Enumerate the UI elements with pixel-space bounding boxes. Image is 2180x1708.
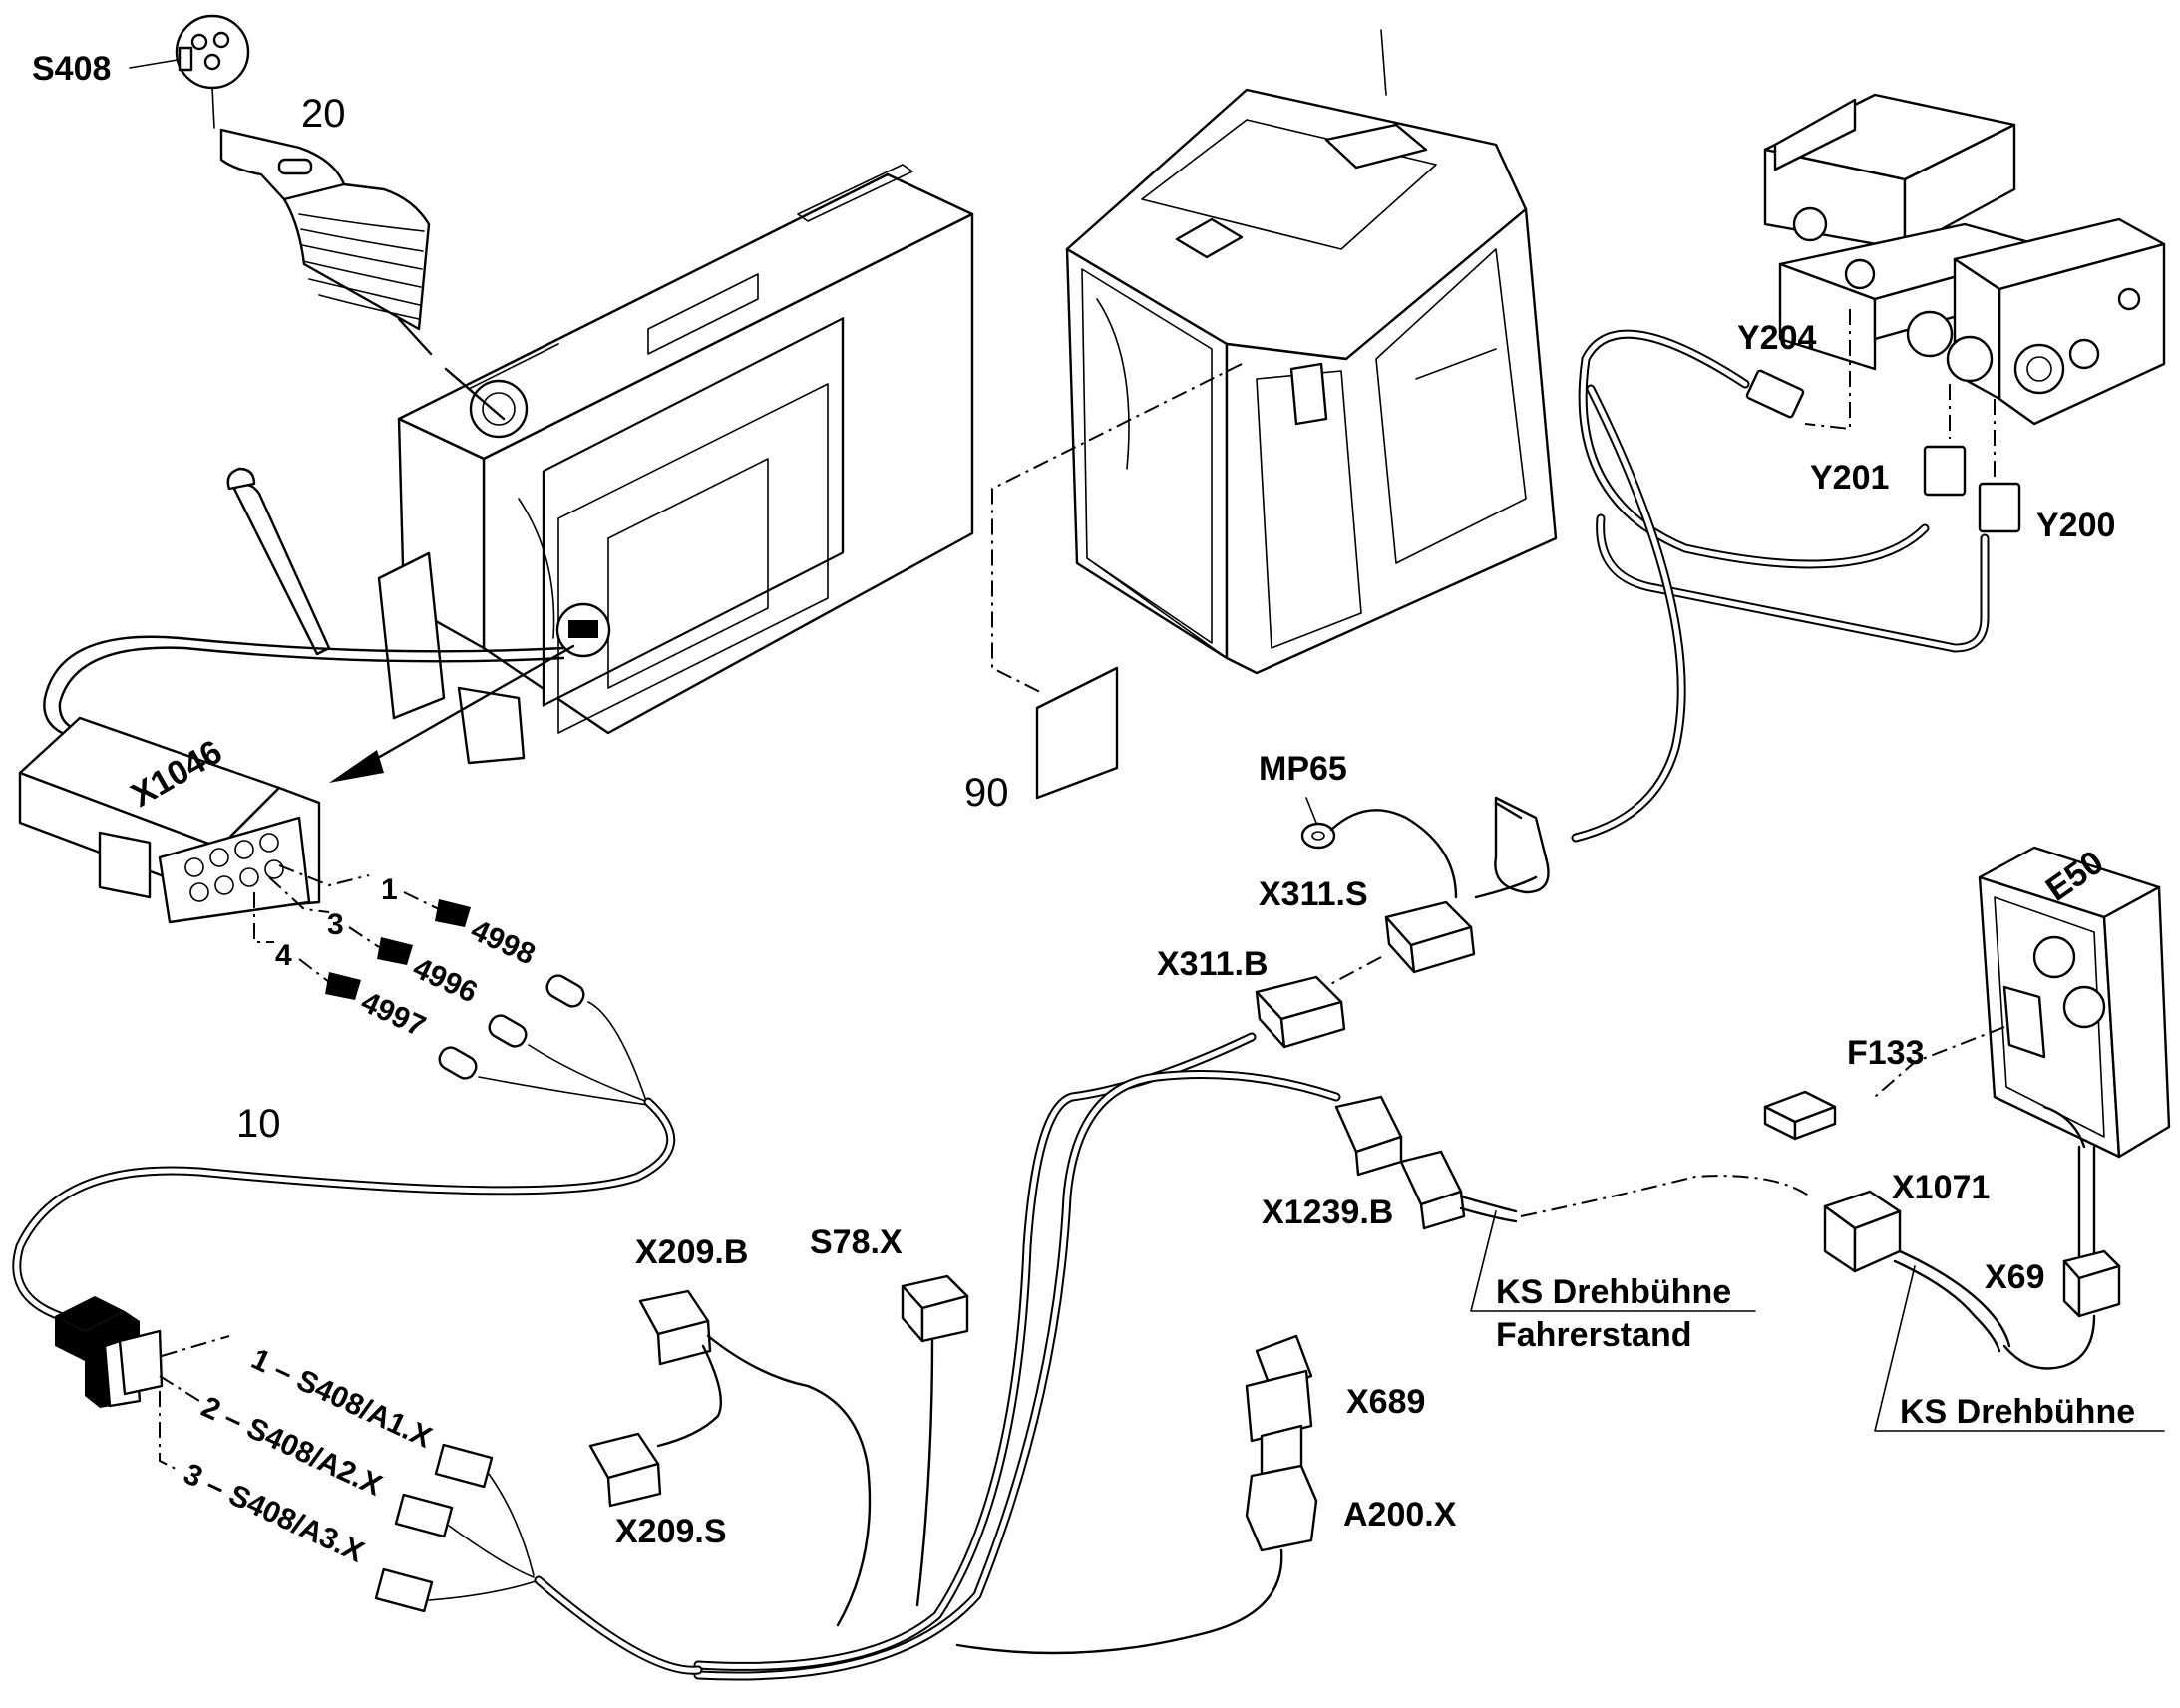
part-90-plate <box>1035 666 1119 800</box>
connector-x1046-socket <box>555 602 611 658</box>
x69-label: X69 <box>1985 1258 2045 1296</box>
x209-s-label: X209.S <box>615 1513 727 1550</box>
part-10-label: 10 <box>236 1102 281 1146</box>
x1239-b-label: X1239.B <box>1262 1194 1393 1231</box>
x311-s-connector <box>1384 900 1476 974</box>
s408-switch-part <box>175 14 250 129</box>
x209-b-connector <box>638 1289 712 1366</box>
x1046-connector-part <box>18 716 321 924</box>
part-20-label: 20 <box>301 92 346 136</box>
mp65-ring-terminal <box>1300 809 1458 899</box>
s78-x-connector <box>901 1274 969 1343</box>
x311-b-label: X311.B <box>1157 945 1269 983</box>
x69-connector <box>2062 1249 2121 1318</box>
wire-pigtails <box>438 974 649 1108</box>
arrow-4997-icon <box>325 972 361 1000</box>
x1071-connector <box>1823 1190 1902 1273</box>
arrow-4996-icon <box>377 937 413 965</box>
x689-label: X689 <box>1346 1383 1425 1421</box>
y204-connector <box>1745 369 1805 419</box>
y200-label: Y200 <box>2036 507 2115 544</box>
mp65-label: MP65 <box>1259 750 1347 788</box>
ks-drehbuehne-fahrerstand-line1: KS Drehbühne <box>1496 1273 1731 1311</box>
f133-label: F133 <box>1847 1034 1925 1072</box>
y204-label: Y204 <box>1737 319 1816 357</box>
y200-connector <box>1978 482 2021 533</box>
e50-box-part <box>1978 846 2171 1159</box>
arrow-4998-icon <box>435 899 471 927</box>
valve-block-part <box>1763 93 2166 426</box>
x1071-label: X1071 <box>1892 1169 1990 1206</box>
s78-x-label: S78.X <box>810 1223 903 1261</box>
pin-1-label: 1 <box>381 873 398 906</box>
part-90-label: 90 <box>964 771 1009 815</box>
ks-drehbuehne-right-label: KS Drehbühne <box>1900 1393 2135 1431</box>
ks-drehbuehne-fahrerstand-line2: Fahrerstand <box>1496 1316 1692 1354</box>
a200-x-connector <box>1245 1464 1318 1552</box>
wire-4996-label: 4996 <box>408 951 482 1009</box>
joystick-assembly <box>175 14 433 356</box>
x1239-b-connectors <box>1334 1095 1466 1230</box>
s408-label: S408 <box>32 50 111 88</box>
y201-label: Y201 <box>1810 459 1889 497</box>
pin-4-label: 4 <box>275 939 292 972</box>
control-console-part <box>226 164 974 765</box>
joystick-grip-part <box>219 128 433 356</box>
wire-4998-label: 4998 <box>466 913 540 971</box>
f133-fuse-part <box>1763 1090 1837 1141</box>
cable-tie-part <box>1494 796 1550 894</box>
x209-b-label: X209.B <box>635 1233 748 1271</box>
x311-b-connector <box>1255 975 1346 1049</box>
x689-connector <box>1245 1334 1313 1476</box>
pin-3-label: 3 <box>327 908 344 941</box>
a200-x-label: A200.X <box>1343 1496 1457 1534</box>
wire-4997-label: 4997 <box>356 985 430 1043</box>
x209-s-connector <box>588 1432 662 1508</box>
y201-connector <box>1923 445 1967 497</box>
x311-s-label: X311.S <box>1259 875 1368 913</box>
operator-cab-part <box>1065 29 1558 675</box>
s408-harness-connector <box>55 1296 164 1408</box>
